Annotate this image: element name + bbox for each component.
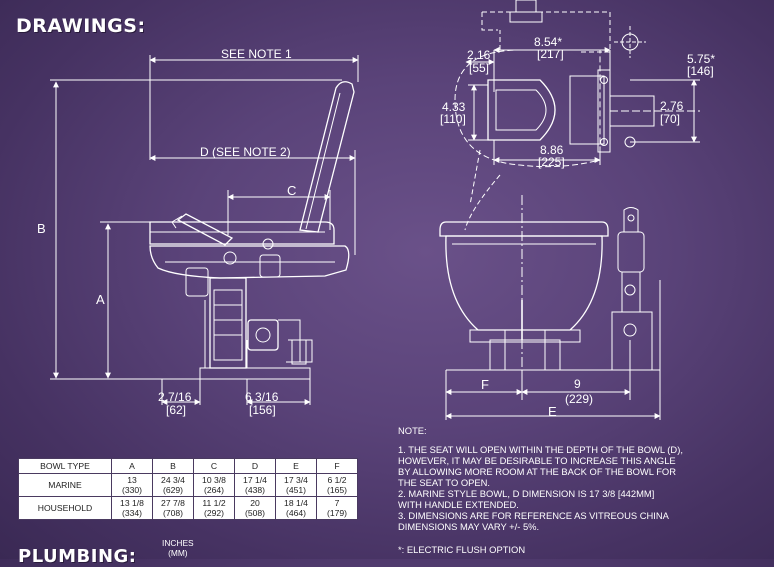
mm-value: (334) [121, 508, 143, 518]
mm-value: (708) [162, 508, 184, 518]
b-dimension-label: B [37, 221, 46, 236]
inch-value: 6 1/2 [327, 475, 347, 485]
note-line: HOWEVER, IT MAY BE DESIRABLE TO INCREASE… [398, 455, 676, 466]
mm-value: (508) [244, 508, 266, 518]
table-header: BOWL TYPE [18, 458, 112, 474]
table-cell: 20(508) [234, 496, 276, 520]
table-header: A [111, 458, 153, 474]
table-cell: 17 1/4(438) [234, 473, 276, 497]
table-header: B [152, 458, 194, 474]
dim-575-inch-label: 5.75* [687, 52, 716, 66]
table-header: C [193, 458, 235, 474]
note-line: 2. MARINE STYLE BOWL, D DIMENSION IS 17 … [398, 488, 655, 499]
notes-title: NOTE: [398, 425, 427, 436]
notes-block: NOTE: 1. THE SEAT WILL OPEN WITHIN THE D… [398, 425, 718, 532]
units-caption: INCHES (MM) [162, 538, 194, 558]
units-line: (MM) [168, 548, 188, 558]
dim-276-mm-label: [70] [660, 112, 681, 126]
mm-value: (629) [162, 485, 184, 495]
mm-value: (292) [203, 508, 225, 518]
dim-276-inch-label: 2.76 [660, 99, 684, 113]
dim-216-mm-label: [55] [469, 61, 490, 75]
mm-value: (179) [326, 508, 348, 518]
table-row: HOUSEHOLD 13 1/8(334) 27 7/8(708) 11 1/2… [18, 496, 358, 520]
inch-value: 13 [127, 475, 137, 485]
table-cell: 17 3/4(451) [275, 473, 317, 497]
table-cell: 11 1/2(292) [193, 496, 235, 520]
dim-left-inch-label: 2 7/16 [158, 390, 192, 404]
inch-value: 10 3/8 [202, 475, 226, 485]
note-line: THE SEAT TO OPEN. [398, 477, 491, 488]
mm-value: (438) [244, 485, 266, 495]
e-dimension-label: E [548, 404, 557, 419]
bowl-type-cell: HOUSEHOLD [18, 496, 112, 520]
dim-9-mm-label: (229) [565, 392, 594, 406]
dim-right-inch-label: 6 3/16 [245, 390, 279, 404]
mm-value: (451) [285, 485, 307, 495]
inch-value: 20 [250, 498, 260, 508]
d-dimension-label: D (SEE NOTE 2) [200, 145, 291, 159]
dim-575-mm-label: [146] [687, 64, 714, 78]
dim-433-inch-label: 4.33 [442, 100, 466, 114]
mm-value: (330) [121, 485, 143, 495]
table-cell: 7(179) [316, 496, 358, 520]
inch-value: 13 1/8 [120, 498, 144, 508]
top-view [454, 0, 700, 231]
table-cell: 24 3/4(629) [152, 473, 194, 497]
dim-854-inch-label: 8.54* [534, 35, 563, 49]
table-cell: 13(330) [111, 473, 153, 497]
table-cell: 27 7/8(708) [152, 496, 194, 520]
note-line: BY ALLOWING MORE ROOM AT THE BACK OF THE… [398, 466, 676, 477]
note-line: WITH HANDLE EXTENDED. [398, 499, 519, 510]
note-line: 3. DIMENSIONS ARE FOR REFERENCE AS VITRE… [398, 510, 669, 521]
table-header: F [316, 458, 358, 474]
table-header: D [234, 458, 276, 474]
dim-854-mm-label: [217] [537, 47, 564, 61]
mm-value: (464) [285, 508, 307, 518]
table-cell: 13 1/8(334) [111, 496, 153, 520]
see-note-1-label: SEE NOTE 1 [221, 47, 292, 61]
f-dimension-label: F [481, 377, 489, 392]
inch-value: 7 [334, 498, 340, 508]
dimensions-table: BOWL TYPE A B C D E F MARINE 13(330) 24 … [18, 458, 358, 520]
dim-left-mm-label: [62] [166, 403, 187, 417]
table-cell: 6 1/2(165) [316, 473, 358, 497]
units-line: INCHES [162, 538, 194, 548]
bowl-type-cell: MARINE [18, 473, 112, 497]
table-cell: 10 3/8(264) [193, 473, 235, 497]
dim-216-inch-label: 2.16 [467, 48, 491, 62]
table-row: MARINE 13(330) 24 3/4(629) 10 3/8(264) 1… [18, 473, 358, 497]
mm-value: (264) [203, 485, 225, 495]
inch-value: 11 1/2 [202, 498, 226, 508]
table-header: E [275, 458, 317, 474]
drawings-heading: DRAWINGS: [16, 15, 146, 37]
note-line: 1. THE SEAT WILL OPEN WITHIN THE DEPTH O… [398, 444, 683, 455]
inch-value: 17 1/4 [243, 475, 267, 485]
note-line: DIMENSIONS MAY VARY +/- 5%. [398, 521, 540, 532]
c-dimension-label: C [287, 183, 297, 198]
inch-value: 24 3/4 [161, 475, 185, 485]
dim-right-mm-label: [156] [249, 403, 276, 417]
inch-value: 27 7/8 [161, 498, 185, 508]
inch-value: 17 3/4 [284, 475, 308, 485]
inch-value: 18 1/4 [284, 498, 308, 508]
dim-9-inch-label: 9 [574, 377, 581, 391]
table-cell: 18 1/4(464) [275, 496, 317, 520]
dim-433-mm-label: [110] [440, 112, 466, 126]
a-dimension-label: A [96, 292, 105, 307]
mm-value: (165) [326, 485, 348, 495]
front-view [439, 195, 661, 420]
electric-flush-note: *: ELECTRIC FLUSH OPTION [398, 544, 526, 555]
table-header-row: BOWL TYPE A B C D E F [18, 458, 358, 474]
dim-886-inch-label: 8.86 [540, 143, 564, 157]
side-view [50, 55, 359, 405]
dim-886-mm-label: [225] [538, 155, 565, 169]
